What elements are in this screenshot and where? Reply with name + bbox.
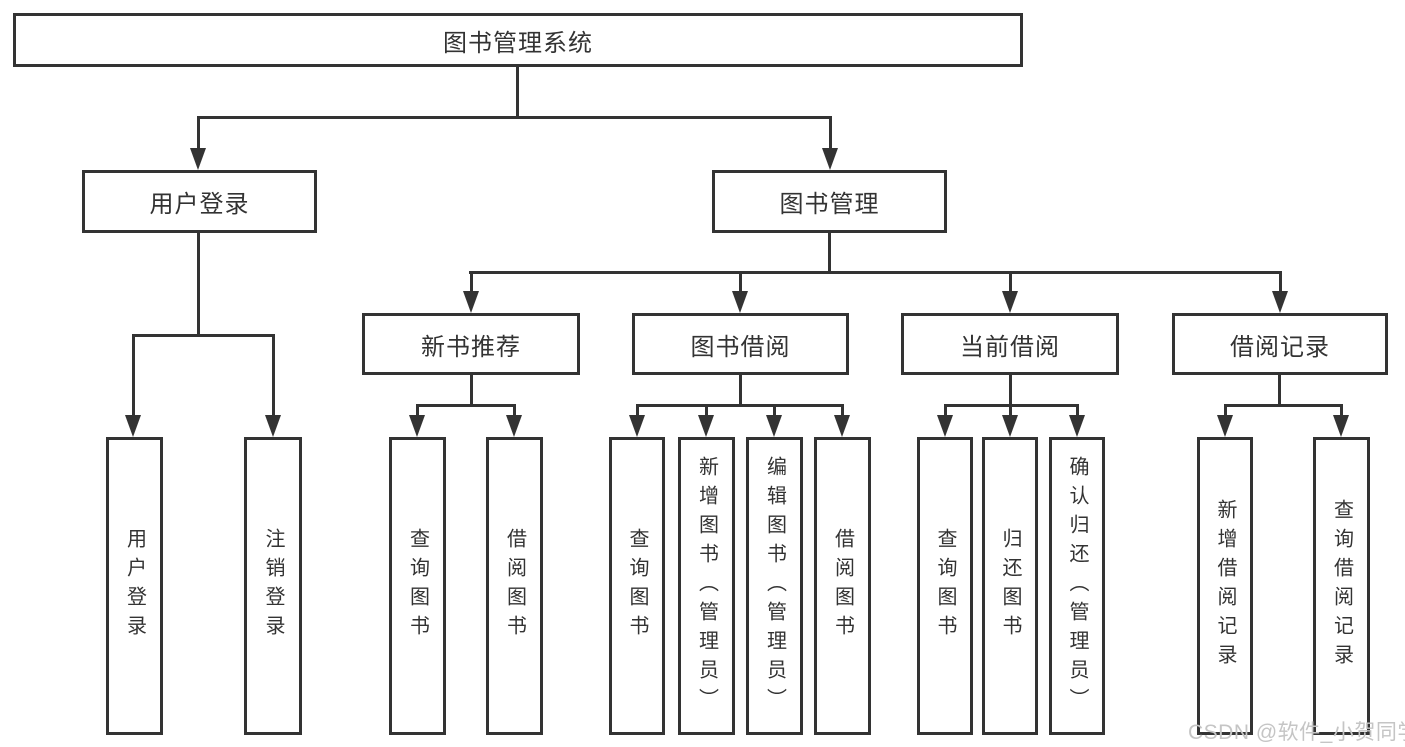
connector-line: [416, 404, 516, 407]
arrowhead-down-icon: [1002, 415, 1018, 437]
node-user-login: 用户登录: [82, 170, 317, 233]
node-current-borrow-label: 当前借阅: [960, 333, 1060, 361]
arrowhead-down-icon: [125, 415, 141, 437]
connector-line: [516, 67, 519, 117]
watermark: CSDN @软件_小贺同学: [1188, 721, 1405, 744]
arrowhead-down-icon: [409, 415, 425, 437]
arrowhead-down-icon: [766, 415, 782, 437]
node-user-login-label: 用户登录: [149, 191, 250, 218]
arrowhead-down-icon: [506, 415, 522, 437]
leaf-br-add-record: 新增借阅记录: [1197, 437, 1253, 735]
node-current-borrow: 当前借阅: [901, 313, 1119, 375]
connector-line: [132, 334, 275, 337]
arrowhead-down-icon: [1002, 291, 1018, 313]
leaf-bb-query-book-label: 查询图书: [626, 528, 648, 644]
arrowhead-down-icon: [463, 291, 479, 313]
node-borrow-records: 借阅记录: [1172, 313, 1388, 375]
connector-line: [827, 233, 831, 273]
leaf-cb-return-book-label: 归还图书: [999, 528, 1021, 644]
leaf-br-query-record-label: 查询借阅记录: [1330, 499, 1353, 673]
connector-line: [469, 375, 473, 407]
leaf-bb-edit-book: 编辑图书（管理员）: [746, 437, 803, 735]
leaf-rec-query-book: 查询图书: [389, 437, 446, 735]
connector-arrow-stem: [469, 272, 473, 301]
leaf-bb-edit-book-label: 编辑图书（管理员）: [763, 455, 786, 717]
leaf-rec-borrow-book: 借阅图书: [486, 437, 543, 735]
connector-arrow-stem: [738, 272, 742, 301]
arrowhead-down-icon: [1069, 415, 1085, 437]
leaf-bb-query-book: 查询图书: [609, 437, 665, 735]
leaf-logout: 注销登录: [244, 437, 302, 735]
leaf-user-login-label: 用户登录: [123, 528, 146, 644]
arrowhead-down-icon: [1217, 415, 1233, 437]
arrowhead-down-icon: [629, 415, 645, 437]
connector-line: [1224, 404, 1343, 407]
connector-arrow-stem: [828, 117, 832, 158]
leaf-logout-label: 注销登录: [262, 528, 284, 644]
leaf-user-login: 用户登录: [106, 437, 163, 735]
connector-arrow-stem: [131, 335, 135, 425]
connector-line: [738, 375, 742, 407]
connector-line: [636, 404, 844, 407]
connector-line: [1277, 375, 1281, 407]
node-book-management-label: 图书管理: [779, 191, 880, 218]
leaf-bb-borrow-book: 借阅图书: [814, 437, 871, 735]
leaf-rec-query-book-label: 查询图书: [406, 528, 429, 644]
node-book-borrow: 图书借阅: [632, 313, 849, 375]
connector-line: [1008, 375, 1012, 407]
connector-arrow-stem: [196, 117, 200, 158]
leaf-cb-query-book: 查询图书: [917, 437, 973, 735]
connector-arrow-stem: [1008, 272, 1012, 301]
node-borrow-records-label: 借阅记录: [1230, 333, 1330, 361]
arrowhead-down-icon: [698, 415, 714, 437]
leaf-cb-query-book-label: 查询图书: [934, 528, 956, 644]
arrowhead-down-icon: [1272, 291, 1288, 313]
node-root: 图书管理系统: [13, 13, 1023, 67]
connector-arrow-stem: [271, 335, 275, 425]
leaf-bb-borrow-book-label: 借阅图书: [831, 528, 854, 644]
arrowhead-down-icon: [1333, 415, 1349, 437]
leaf-cb-confirm-return-label: 确认归还（管理员）: [1066, 455, 1088, 717]
arrowhead-down-icon: [190, 148, 206, 170]
leaf-rec-borrow-book-label: 借阅图书: [503, 528, 526, 644]
connector-line: [197, 116, 832, 119]
connector-line: [196, 233, 200, 337]
arrowhead-down-icon: [265, 415, 281, 437]
connector-line: [469, 271, 1282, 274]
leaf-br-add-record-label: 新增借阅记录: [1214, 499, 1236, 673]
arrowhead-down-icon: [822, 148, 838, 170]
connector-line: [944, 404, 1079, 407]
leaf-br-query-record: 查询借阅记录: [1313, 437, 1370, 735]
node-new-book-recommend-label: 新书推荐: [421, 333, 521, 361]
arrowhead-down-icon: [834, 415, 850, 437]
leaf-bb-add-book: 新增图书（管理员）: [678, 437, 735, 735]
arrowhead-down-icon: [937, 415, 953, 437]
node-book-management: 图书管理: [712, 170, 947, 233]
connector-arrow-stem: [1278, 272, 1282, 301]
node-root-label: 图书管理系统: [443, 29, 593, 57]
leaf-cb-return-book: 归还图书: [982, 437, 1038, 735]
leaf-cb-confirm-return: 确认归还（管理员）: [1049, 437, 1105, 735]
leaf-bb-add-book-label: 新增图书（管理员）: [695, 455, 718, 717]
arrowhead-down-icon: [732, 291, 748, 313]
node-new-book-recommend: 新书推荐: [362, 313, 580, 375]
node-book-borrow-label: 图书借阅: [690, 333, 791, 361]
